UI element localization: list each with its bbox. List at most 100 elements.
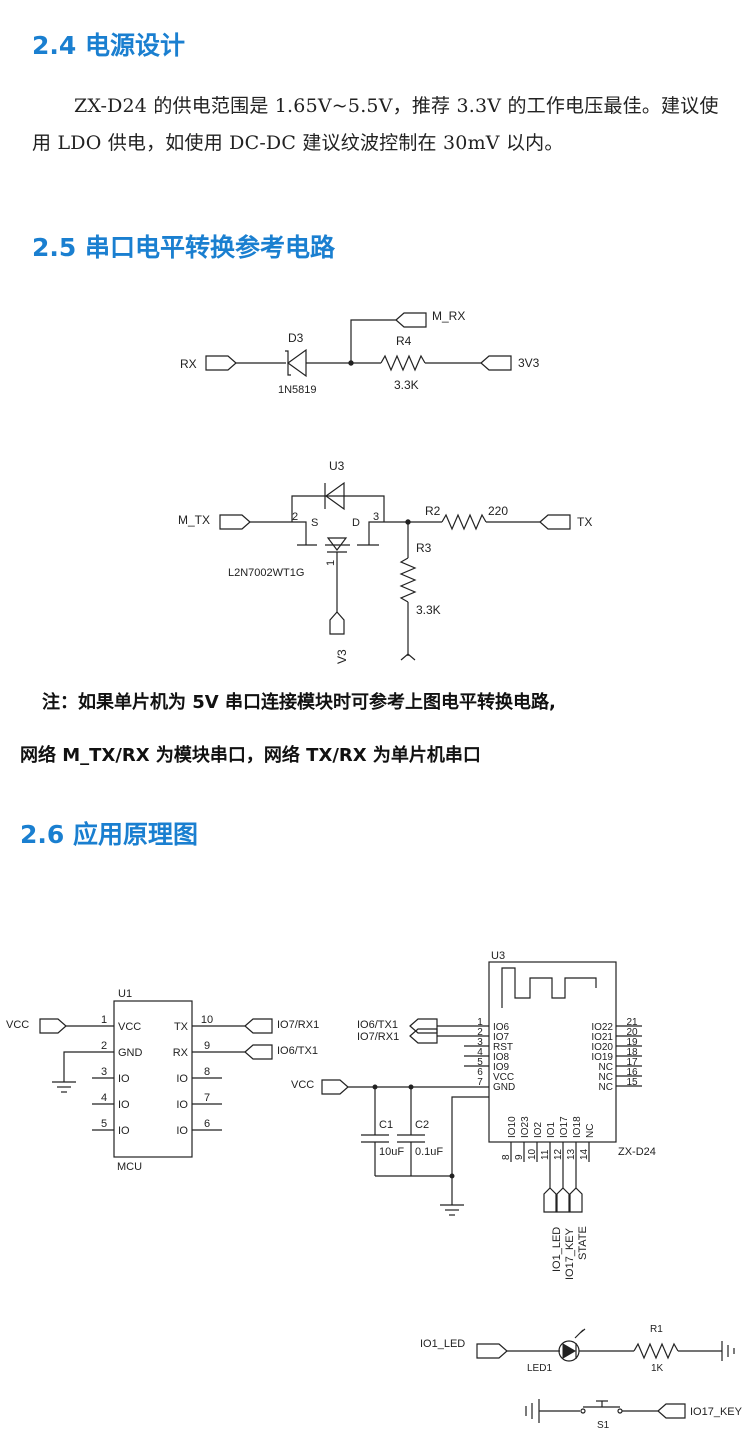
- module-pin-number: 3: [477, 1037, 483, 1048]
- module-state-port: [569, 1187, 583, 1213]
- module-vcc-net-label: VCC: [291, 1079, 314, 1091]
- switch-ref: S1: [597, 1420, 610, 1431]
- level-shift-circuits: RX D3 1N5819 M_RX R4 3.3K 3V3 M_TX 2 U3: [178, 309, 592, 664]
- d3-part-label: 1N5819: [278, 384, 317, 396]
- module-pin-number: 16: [626, 1067, 638, 1078]
- module-pin-name: RST: [493, 1042, 513, 1053]
- module-pin-name: IO21: [591, 1032, 613, 1043]
- module-pin-number: 6: [477, 1067, 483, 1078]
- mcu-pin-number: 5: [101, 1118, 107, 1130]
- mcu-pin-number: 4: [101, 1092, 107, 1104]
- resistor-r2-symbol: [441, 513, 487, 531]
- c1-label: C1: [379, 1119, 393, 1131]
- pin1-label: 1: [325, 560, 337, 566]
- section-heading-power: 2.4 电源设计: [32, 31, 185, 60]
- mcu-pin-number: 8: [204, 1066, 210, 1078]
- 3v3-port-symbol: [480, 355, 512, 371]
- mcu-pin-name: TX: [174, 1021, 189, 1033]
- mcu-tx-net-label: IO7/RX1: [277, 1019, 319, 1031]
- resistor-r1-symbol: [633, 1342, 679, 1360]
- mcu-vcc-port: [39, 1018, 67, 1034]
- resistor-r4-symbol: [380, 354, 426, 372]
- module-pin-number: 1: [477, 1017, 483, 1028]
- mcu-pin-name: IO: [176, 1125, 188, 1137]
- section-heading-level-shift: 2.5 串口电平转换参考电路: [32, 233, 335, 262]
- mcu-rx-port: [244, 1044, 273, 1060]
- module-body: [488, 961, 617, 1143]
- pin2-label: 2: [292, 511, 298, 523]
- mcu-chip: U1 MCU VCC IO7/RX1 IO6/TX1 1VCC2GND3IO4I…: [6, 988, 319, 1173]
- mcu-pin-name: RX: [173, 1047, 189, 1059]
- r4-value: 3.3K: [394, 378, 419, 392]
- module-led-port: [543, 1187, 557, 1213]
- module-pin-name: IO7: [493, 1032, 510, 1043]
- application-schematic: U1 MCU VCC IO7/RX1 IO6/TX1 1VCC2GND3IO4I…: [6, 950, 743, 1431]
- c1-value: 10uF: [379, 1146, 404, 1158]
- switch-net-port: [657, 1403, 686, 1419]
- c2-value: 0.1uF: [415, 1146, 443, 1158]
- v3-label: V3: [335, 649, 349, 664]
- 3v3-label: 3V3: [518, 356, 540, 370]
- module-pin-number: 4: [477, 1047, 483, 1058]
- module-state-net-label: STATE: [577, 1226, 589, 1260]
- module-pin-number: 17: [626, 1057, 638, 1068]
- mcu-pin-name: GND: [118, 1047, 143, 1059]
- mcu-body: [113, 1000, 193, 1158]
- module-pin-name: NC: [599, 1082, 613, 1093]
- m-rx-label: M_RX: [432, 309, 465, 323]
- module-pin-name: IO2: [533, 1121, 544, 1138]
- module-tx1-port: [409, 1018, 438, 1034]
- r1-value: 1K: [651, 1363, 664, 1374]
- diode-d3-symbol: [286, 348, 307, 378]
- module-pin-name: NC: [585, 1124, 596, 1138]
- module-pin-name: GND: [493, 1082, 515, 1093]
- module-pin-name: IO1: [546, 1121, 557, 1138]
- mcu-pin-name: IO: [176, 1099, 188, 1111]
- module-pin-number: 11: [540, 1149, 551, 1160]
- mcu-pin-number: 7: [204, 1092, 210, 1104]
- mcu-pin-name: IO: [176, 1073, 188, 1085]
- pin3-label: 3: [373, 511, 379, 523]
- rx-diode-circuit: RX D3 1N5819 M_RX R4 3.3K 3V3: [180, 309, 540, 396]
- mcu-pin-number: 10: [201, 1014, 213, 1026]
- module-pin-name: VCC: [493, 1072, 514, 1083]
- mosfet-symbol: [326, 537, 348, 551]
- module-key-net-label: IO17_KEY: [564, 1227, 576, 1280]
- v3-port-symbol: [329, 611, 345, 635]
- mcu-pin-name: IO: [118, 1073, 130, 1085]
- module-key-port: [556, 1187, 570, 1213]
- r2-value: 220: [488, 504, 508, 518]
- module-pin-number: 9: [514, 1154, 525, 1160]
- led-net-label: IO1_LED: [420, 1338, 465, 1350]
- u3-label: U3: [329, 459, 345, 473]
- led-ref: LED1: [527, 1363, 552, 1374]
- tx-port-symbol: [539, 514, 571, 530]
- r3-label: R3: [416, 541, 432, 555]
- c2-label: C2: [415, 1119, 429, 1131]
- module-net-rx1-label: IO7/RX1: [357, 1031, 399, 1043]
- r3-value: 3.3K: [416, 603, 441, 617]
- mcu-pin-number: 6: [204, 1118, 210, 1130]
- led-circuit: IO1_LED LED1 R1 1K: [420, 1324, 735, 1374]
- module-pin-name: NC: [599, 1062, 613, 1073]
- power-paragraph: ZX-D24 的供电范围是 1.65V~5.5V，推荐 3.3V 的工作电压最佳…: [32, 95, 719, 154]
- rx-label: RX: [180, 357, 197, 371]
- module-pin-name: IO9: [493, 1062, 510, 1073]
- module-pin-name: IO20: [591, 1042, 613, 1053]
- mcu-pin-name: IO: [118, 1099, 130, 1111]
- note-line-1: 注：如果单片机为 5V 串口连接模块时可参考上图电平转换电路,: [42, 692, 556, 713]
- mcu-name: MCU: [117, 1161, 142, 1173]
- r4-label: R4: [396, 334, 412, 348]
- resistor-r3-symbol: [399, 557, 417, 603]
- switch-circuit: S1 IO17_KEY: [525, 1399, 743, 1431]
- source-label: S: [311, 517, 318, 529]
- module-pin-number: 8: [501, 1154, 512, 1160]
- mcu-rx-net-label: IO6/TX1: [277, 1045, 318, 1057]
- mcu-ref: U1: [118, 988, 132, 1000]
- module-net-tx1-label: IO6/TX1: [357, 1019, 398, 1031]
- drain-label: D: [352, 517, 360, 529]
- zx-d24-module: U3 ZX-D24 IO6/TX1 IO7/RX1 VCC C1 10uF: [291, 950, 656, 1280]
- mcu-pin-number: 3: [101, 1066, 107, 1078]
- m-tx-label: M_TX: [178, 513, 210, 527]
- module-vcc-port: [321, 1079, 349, 1095]
